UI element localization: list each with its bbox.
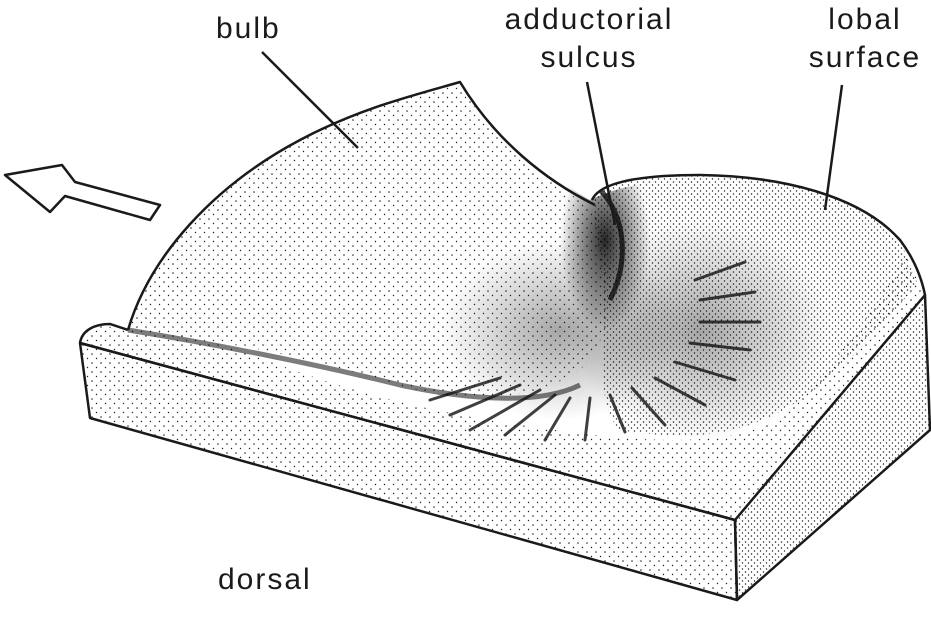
label-adductorial-sulcus-line2: sulcus xyxy=(483,43,695,73)
label-dorsal: dorsal xyxy=(218,565,312,595)
label-lobal-surface-line1: lobal xyxy=(800,5,930,35)
label-lobal-surface-line2: surface xyxy=(800,43,930,73)
direction-arrow-icon xyxy=(5,165,160,220)
label-adductorial-sulcus-line1: adductorial xyxy=(483,5,695,35)
leader-lobal-surface xyxy=(825,85,842,210)
label-bulb: bulb xyxy=(216,14,281,44)
